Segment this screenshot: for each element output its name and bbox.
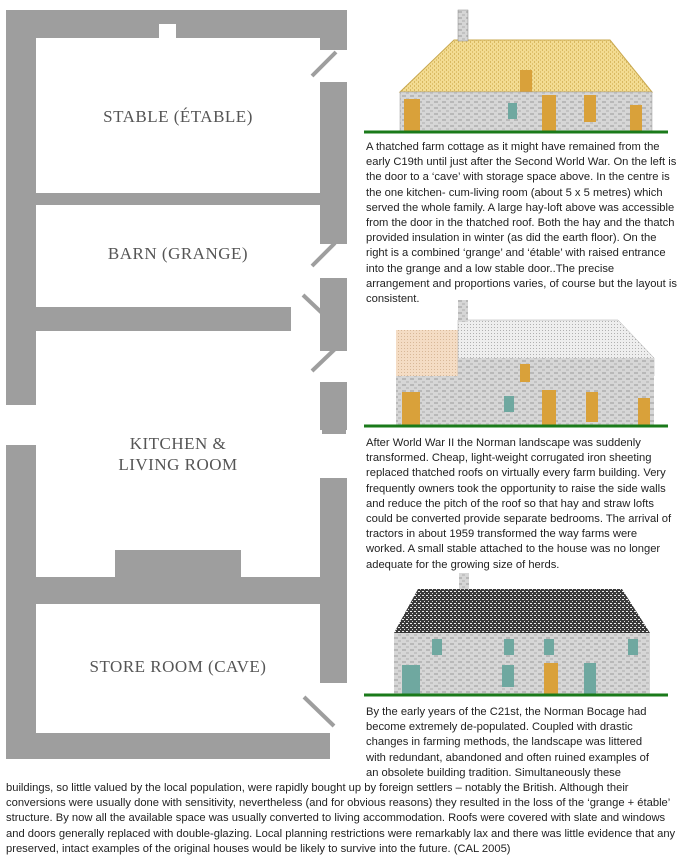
left-wall-upper (6, 10, 36, 405)
door-3a (402, 665, 420, 695)
door-swing-barn-bottom (301, 293, 324, 315)
cave-door-2 (402, 392, 420, 426)
top-wall-notch (159, 10, 176, 24)
left-door-gap (6, 405, 14, 445)
left-door-opening (6, 405, 14, 445)
right-wall-3 (320, 278, 347, 351)
caption-line: an obsolete building tradition. Simultan… (366, 766, 621, 779)
cave-door (404, 99, 420, 132)
caption-slate-era-narrow: By the early years of the C21st, the Nor… (366, 705, 684, 781)
door-3b (502, 665, 514, 687)
main-door-3 (544, 663, 558, 695)
caption-line: with redundant, abandoned and often ruin… (366, 751, 650, 764)
slate-roof-illustration (364, 573, 668, 697)
grange-door-2 (586, 392, 598, 422)
room-label-store: STORE ROOM (CAVE) (89, 657, 267, 676)
lower-wall (396, 376, 654, 426)
chimney-3 (459, 573, 469, 591)
bottom-wall (6, 733, 330, 759)
slate-roof (394, 589, 650, 633)
window-3b (504, 639, 514, 655)
lean-to-roof (396, 330, 458, 376)
caption-line: changes in farming methods, the landscap… (366, 736, 643, 749)
caption-slate-era-wide: buildings, so little valued by the local… (6, 782, 676, 855)
iron-roof-illustration (364, 300, 668, 428)
main-door (542, 95, 556, 132)
wall-kitchen-store (6, 577, 347, 604)
caption-thatched-era: A thatched farm cottage as it might have… (366, 141, 677, 306)
wall-stable-barn (6, 193, 347, 205)
room-label-kitchen-line2: LIVING ROOM (118, 455, 238, 474)
thatched-cottage-illustration (364, 9, 668, 134)
door-swing-kitchen-top (310, 347, 337, 373)
door-swing-barn-top (310, 241, 337, 268)
room-label-kitchen-line1: KITCHEN & (129, 434, 227, 453)
room-label-barn: BARN (GRANGE) (107, 244, 249, 263)
door-swings (301, 50, 346, 728)
stone-wall (399, 91, 653, 133)
door-swing-store (302, 695, 336, 728)
caption-line: By the early years of the C21st, the Nor… (366, 706, 647, 718)
stable-door-2 (638, 398, 650, 426)
room-label-stable: STABLE (ÉTABLE) (103, 107, 253, 126)
chimney-2 (458, 300, 468, 322)
caption-line: become extremely de-populated. Coupled w… (366, 721, 633, 734)
plan-walls (6, 10, 347, 759)
wall-barn-kitchen (6, 307, 291, 331)
window-3a (432, 639, 442, 655)
loft-door (520, 364, 530, 382)
right-wall-2 (320, 82, 347, 244)
grange-door (584, 95, 596, 122)
floor-plan (6, 10, 347, 759)
window-2 (504, 396, 514, 412)
main-door-2 (542, 390, 556, 426)
stable-door (630, 105, 642, 132)
top-wall-right (176, 10, 347, 38)
door-3c (584, 663, 596, 695)
window-3c (544, 639, 554, 655)
chimney (457, 9, 469, 42)
dormer-door (520, 70, 532, 92)
right-wall-4 (320, 382, 347, 430)
window (508, 103, 517, 119)
door-swing-stable (310, 50, 338, 78)
caption-iron-era: After World War II the Norman landscape … (366, 437, 672, 571)
right-wall-1 (320, 10, 347, 50)
window-3d (628, 639, 638, 655)
chimney-block (115, 550, 241, 580)
